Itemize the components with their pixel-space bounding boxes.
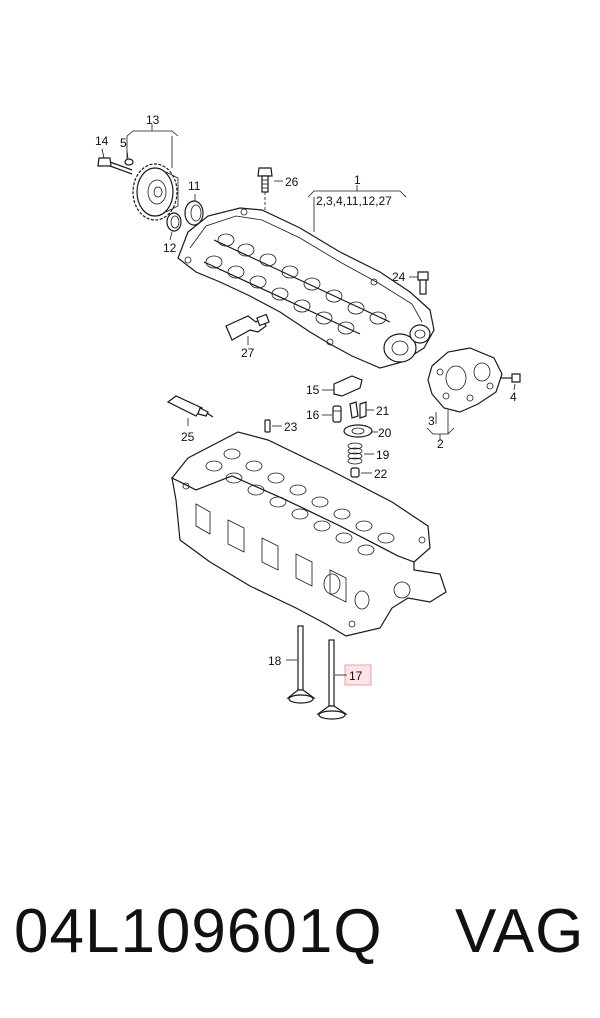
brand-label: VAG [455,897,585,966]
callout-23: 23 [284,420,298,434]
callout-2: 2 [437,437,444,451]
callout-16: 16 [306,408,320,422]
callout-12: 12 [163,241,177,255]
cylinder-head [171,431,447,637]
timing-cover-plate: 4 3 2 [426,347,521,451]
sensor-27: 27 [225,313,270,360]
callout-11: 11 [188,179,201,193]
callout-13: 13 [146,113,160,127]
callout-26: 26 [285,175,299,189]
callout-21: 21 [376,404,390,418]
callout-14: 14 [95,134,109,148]
valve-18: 18 [268,625,316,704]
bolt-24: 24 [392,270,429,295]
valve-17: 17 [316,639,372,720]
valve-train-parts: 15 16 21 20 19 22 [306,375,392,481]
callout-15: 15 [306,383,320,397]
camshaft-housing: 1 2,3,4,11,12,27 [177,173,435,369]
callout-24: 24 [392,270,406,284]
dowel-23: 23 [264,419,298,434]
callout-1: 1 [354,173,361,187]
callout-1-subparts: 2,3,4,11,12,27 [316,194,392,208]
bolt-26: 26 [257,167,299,210]
callout-27: 27 [241,346,255,360]
callout-5: 5 [120,136,127,150]
camshaft-sprocket-group: 13 14 5 11 12 [95,113,204,255]
part-number: 04L109601Q [14,897,383,966]
callout-25: 25 [181,430,195,444]
callout-18: 18 [268,654,282,668]
callout-3: 3 [428,414,435,428]
callout-22: 22 [374,467,388,481]
sealant-25: 25 [166,395,214,444]
callout-4: 4 [510,390,517,404]
callout-20: 20 [378,426,392,440]
callout-17: 17 [349,669,363,683]
callout-19: 19 [376,448,390,462]
